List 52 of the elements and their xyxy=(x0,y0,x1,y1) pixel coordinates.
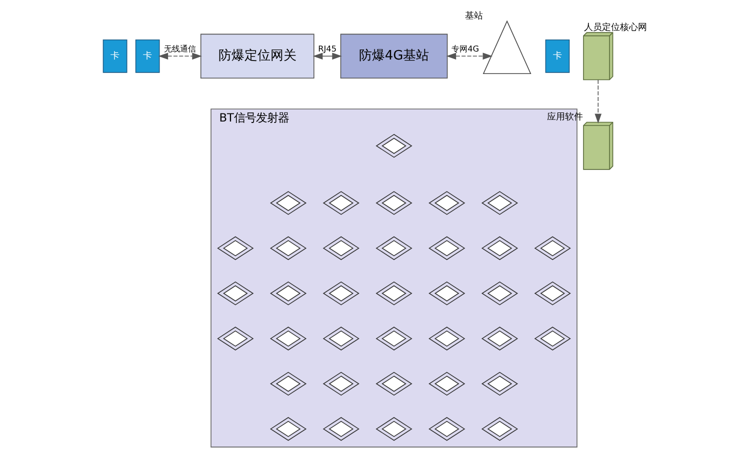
node-diamond xyxy=(428,191,465,215)
node-diamond xyxy=(428,236,465,260)
node-diamond xyxy=(269,191,306,215)
node-diamond xyxy=(375,281,412,306)
node-diamond xyxy=(480,417,518,441)
node-label: 人员定位核心网 xyxy=(584,22,647,33)
node-box: 防爆4G基站 xyxy=(340,34,448,79)
node-diamond xyxy=(322,236,359,260)
node-diamond xyxy=(322,281,359,306)
node-diamond xyxy=(534,236,570,260)
node-diamond xyxy=(428,372,465,396)
node-diamond xyxy=(375,191,412,215)
arrow xyxy=(158,52,202,60)
node-diamond xyxy=(216,326,254,350)
arrow xyxy=(312,52,342,60)
node-diamond xyxy=(375,417,412,441)
node-label: 应用软件 xyxy=(546,112,582,123)
node-diamond xyxy=(480,326,518,350)
node-diamond xyxy=(480,281,518,306)
node-diamond xyxy=(480,191,518,215)
node-diamond xyxy=(375,134,412,158)
node-diamond xyxy=(216,281,254,306)
node-diamond xyxy=(428,417,465,441)
edge-label: RJ45 xyxy=(318,43,336,54)
node-label: 基站 xyxy=(464,12,483,22)
node-diamond xyxy=(375,326,412,350)
node-diamond xyxy=(375,236,412,260)
node-diamond xyxy=(322,191,359,215)
node-diamond xyxy=(480,372,518,396)
node-diamond xyxy=(322,417,359,441)
edge-label: 专网4G xyxy=(451,43,479,54)
node-diamond xyxy=(322,326,359,350)
node-diamond xyxy=(269,281,306,306)
node-diamond xyxy=(269,326,306,350)
node-diamond xyxy=(269,417,306,441)
node-diamond xyxy=(534,281,570,306)
node-diamond xyxy=(322,372,359,396)
edge-label: 无线通信 xyxy=(164,43,196,54)
node-box: 卡 xyxy=(134,39,160,73)
node-diamond xyxy=(534,326,570,350)
arrow xyxy=(594,79,602,124)
node-diamond xyxy=(480,236,518,260)
node-diamond xyxy=(375,372,412,396)
node-diamond xyxy=(216,236,254,260)
node-diamond xyxy=(428,326,465,350)
node-diamond xyxy=(269,372,306,396)
node-box: 卡 xyxy=(102,39,127,73)
node-diamond xyxy=(269,236,306,260)
node-diamond xyxy=(428,281,465,306)
node-box: 防爆定位网关 xyxy=(200,34,314,79)
arrow xyxy=(446,52,492,60)
node-box: 卡 xyxy=(544,39,570,73)
